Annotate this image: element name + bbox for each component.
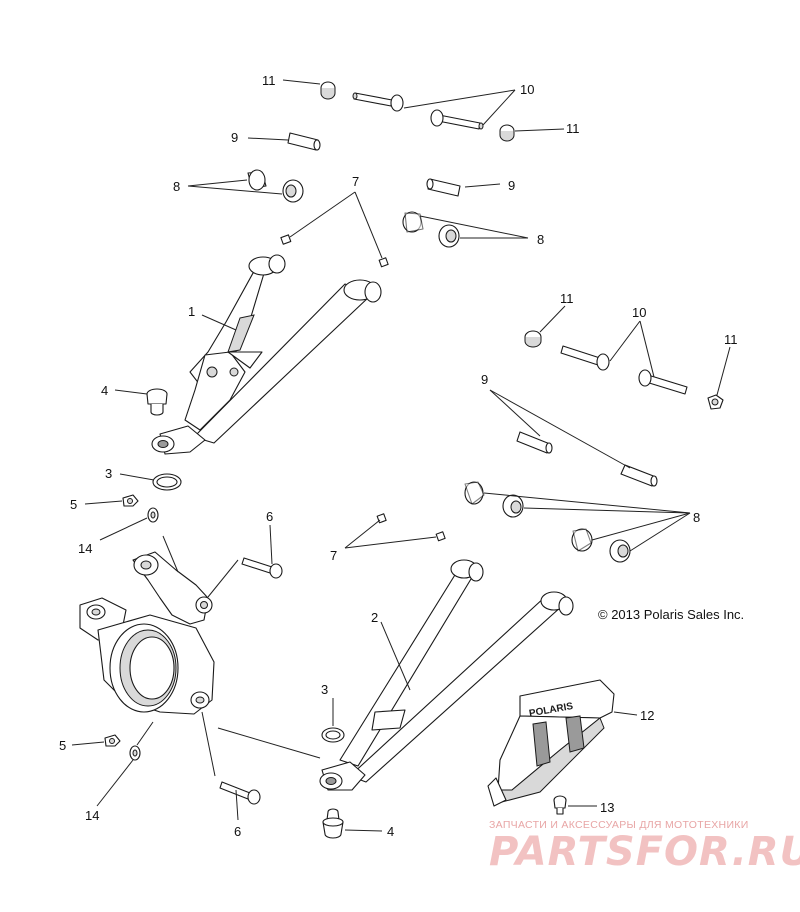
bolt-10-right: [430, 109, 484, 130]
callout-6: 6: [234, 824, 241, 839]
bushing-8-lower-c: [571, 528, 593, 552]
callout-2: 2: [371, 610, 378, 625]
sleeve-9-left: [287, 132, 321, 151]
callout-9: 9: [508, 178, 515, 193]
nut-11-right: [499, 124, 515, 142]
callout-6: 6: [266, 509, 273, 524]
bushing-8-left-b: [282, 179, 304, 203]
sleeve-9-right: [426, 178, 461, 197]
callout-12: 12: [640, 708, 654, 723]
steering-knuckle: [79, 551, 215, 715]
callout-13: 13: [600, 800, 614, 815]
leader-lines: [71, 79, 731, 832]
nut-11-top: [320, 81, 336, 100]
snap-ring-3-upper: [152, 473, 182, 491]
bushing-8-left-a: [247, 169, 267, 191]
callout-10: 10: [632, 305, 646, 320]
callout-labels: 11 10 11 9 8 7 9 8 1 11 10 11 9 4 3 5 14…: [59, 73, 738, 839]
callout-11: 11: [566, 121, 580, 136]
bolt-10-mid-left: [560, 345, 610, 371]
skid-guard-12: POLARIS: [487, 679, 615, 807]
callout-1: 1: [188, 304, 195, 319]
callout-9: 9: [231, 130, 238, 145]
callout-5: 5: [59, 738, 66, 753]
nut-5-lower: [104, 734, 121, 747]
callout-9: 9: [481, 372, 488, 387]
callout-11: 11: [262, 73, 276, 88]
lower-a-arm-2: [319, 559, 574, 791]
bushing-8-lower-b: [502, 494, 524, 518]
callout-7: 7: [330, 548, 337, 563]
callout-5: 5: [70, 497, 77, 512]
callout-8: 8: [537, 232, 544, 247]
callout-14: 14: [85, 808, 99, 823]
callout-8: 8: [173, 179, 180, 194]
watermark-caption: ЗАПЧАСТИ И АКСЕССУАРЫ ДЛЯ МОТОТЕХНИКИ: [489, 819, 749, 831]
ball-joint-4-upper: [146, 388, 168, 416]
sleeve-9-lower-a: [516, 431, 553, 454]
nut-11-mid-left: [524, 330, 542, 348]
snap-ring-3-lower: [321, 727, 345, 743]
sleeve-9-lower-b: [620, 464, 658, 487]
callout-11: 11: [560, 291, 574, 306]
callout-14: 14: [78, 541, 92, 556]
bolt-6-lower: [219, 781, 261, 805]
ball-joint-4-lower: [322, 808, 344, 839]
callout-3: 3: [321, 682, 328, 697]
washer-14-upper: [147, 507, 159, 523]
bolt-6-upper: [241, 557, 283, 579]
copyright-notice: © 2013 Polaris Sales Inc.: [598, 607, 745, 622]
callout-11: 11: [724, 332, 738, 347]
bolt-13: [553, 795, 567, 815]
bushing-8-right-a: [402, 211, 424, 233]
callout-4: 4: [387, 824, 394, 839]
callout-10: 10: [520, 82, 534, 97]
watermark-logo: PARTSFOR.RU: [489, 829, 800, 875]
bushing-8-lower-d: [609, 539, 631, 563]
grease-fitting-7-a: [280, 234, 292, 245]
bolt-10-left: [352, 92, 404, 112]
upper-a-arm-1: [151, 254, 382, 455]
grease-fitting-7-b: [378, 257, 389, 268]
washer-14-lower: [129, 745, 141, 761]
bushing-8-right-b: [438, 224, 460, 248]
bushing-8-lower-a: [464, 481, 485, 505]
grease-fitting-7-d: [435, 531, 446, 542]
nut-11-mid-right: [707, 394, 724, 410]
bolt-10-mid-right: [638, 369, 688, 395]
callout-8: 8: [693, 510, 700, 525]
callout-3: 3: [105, 466, 112, 481]
nut-5-upper: [122, 494, 139, 507]
callout-7: 7: [352, 174, 359, 189]
callout-4: 4: [101, 383, 108, 398]
